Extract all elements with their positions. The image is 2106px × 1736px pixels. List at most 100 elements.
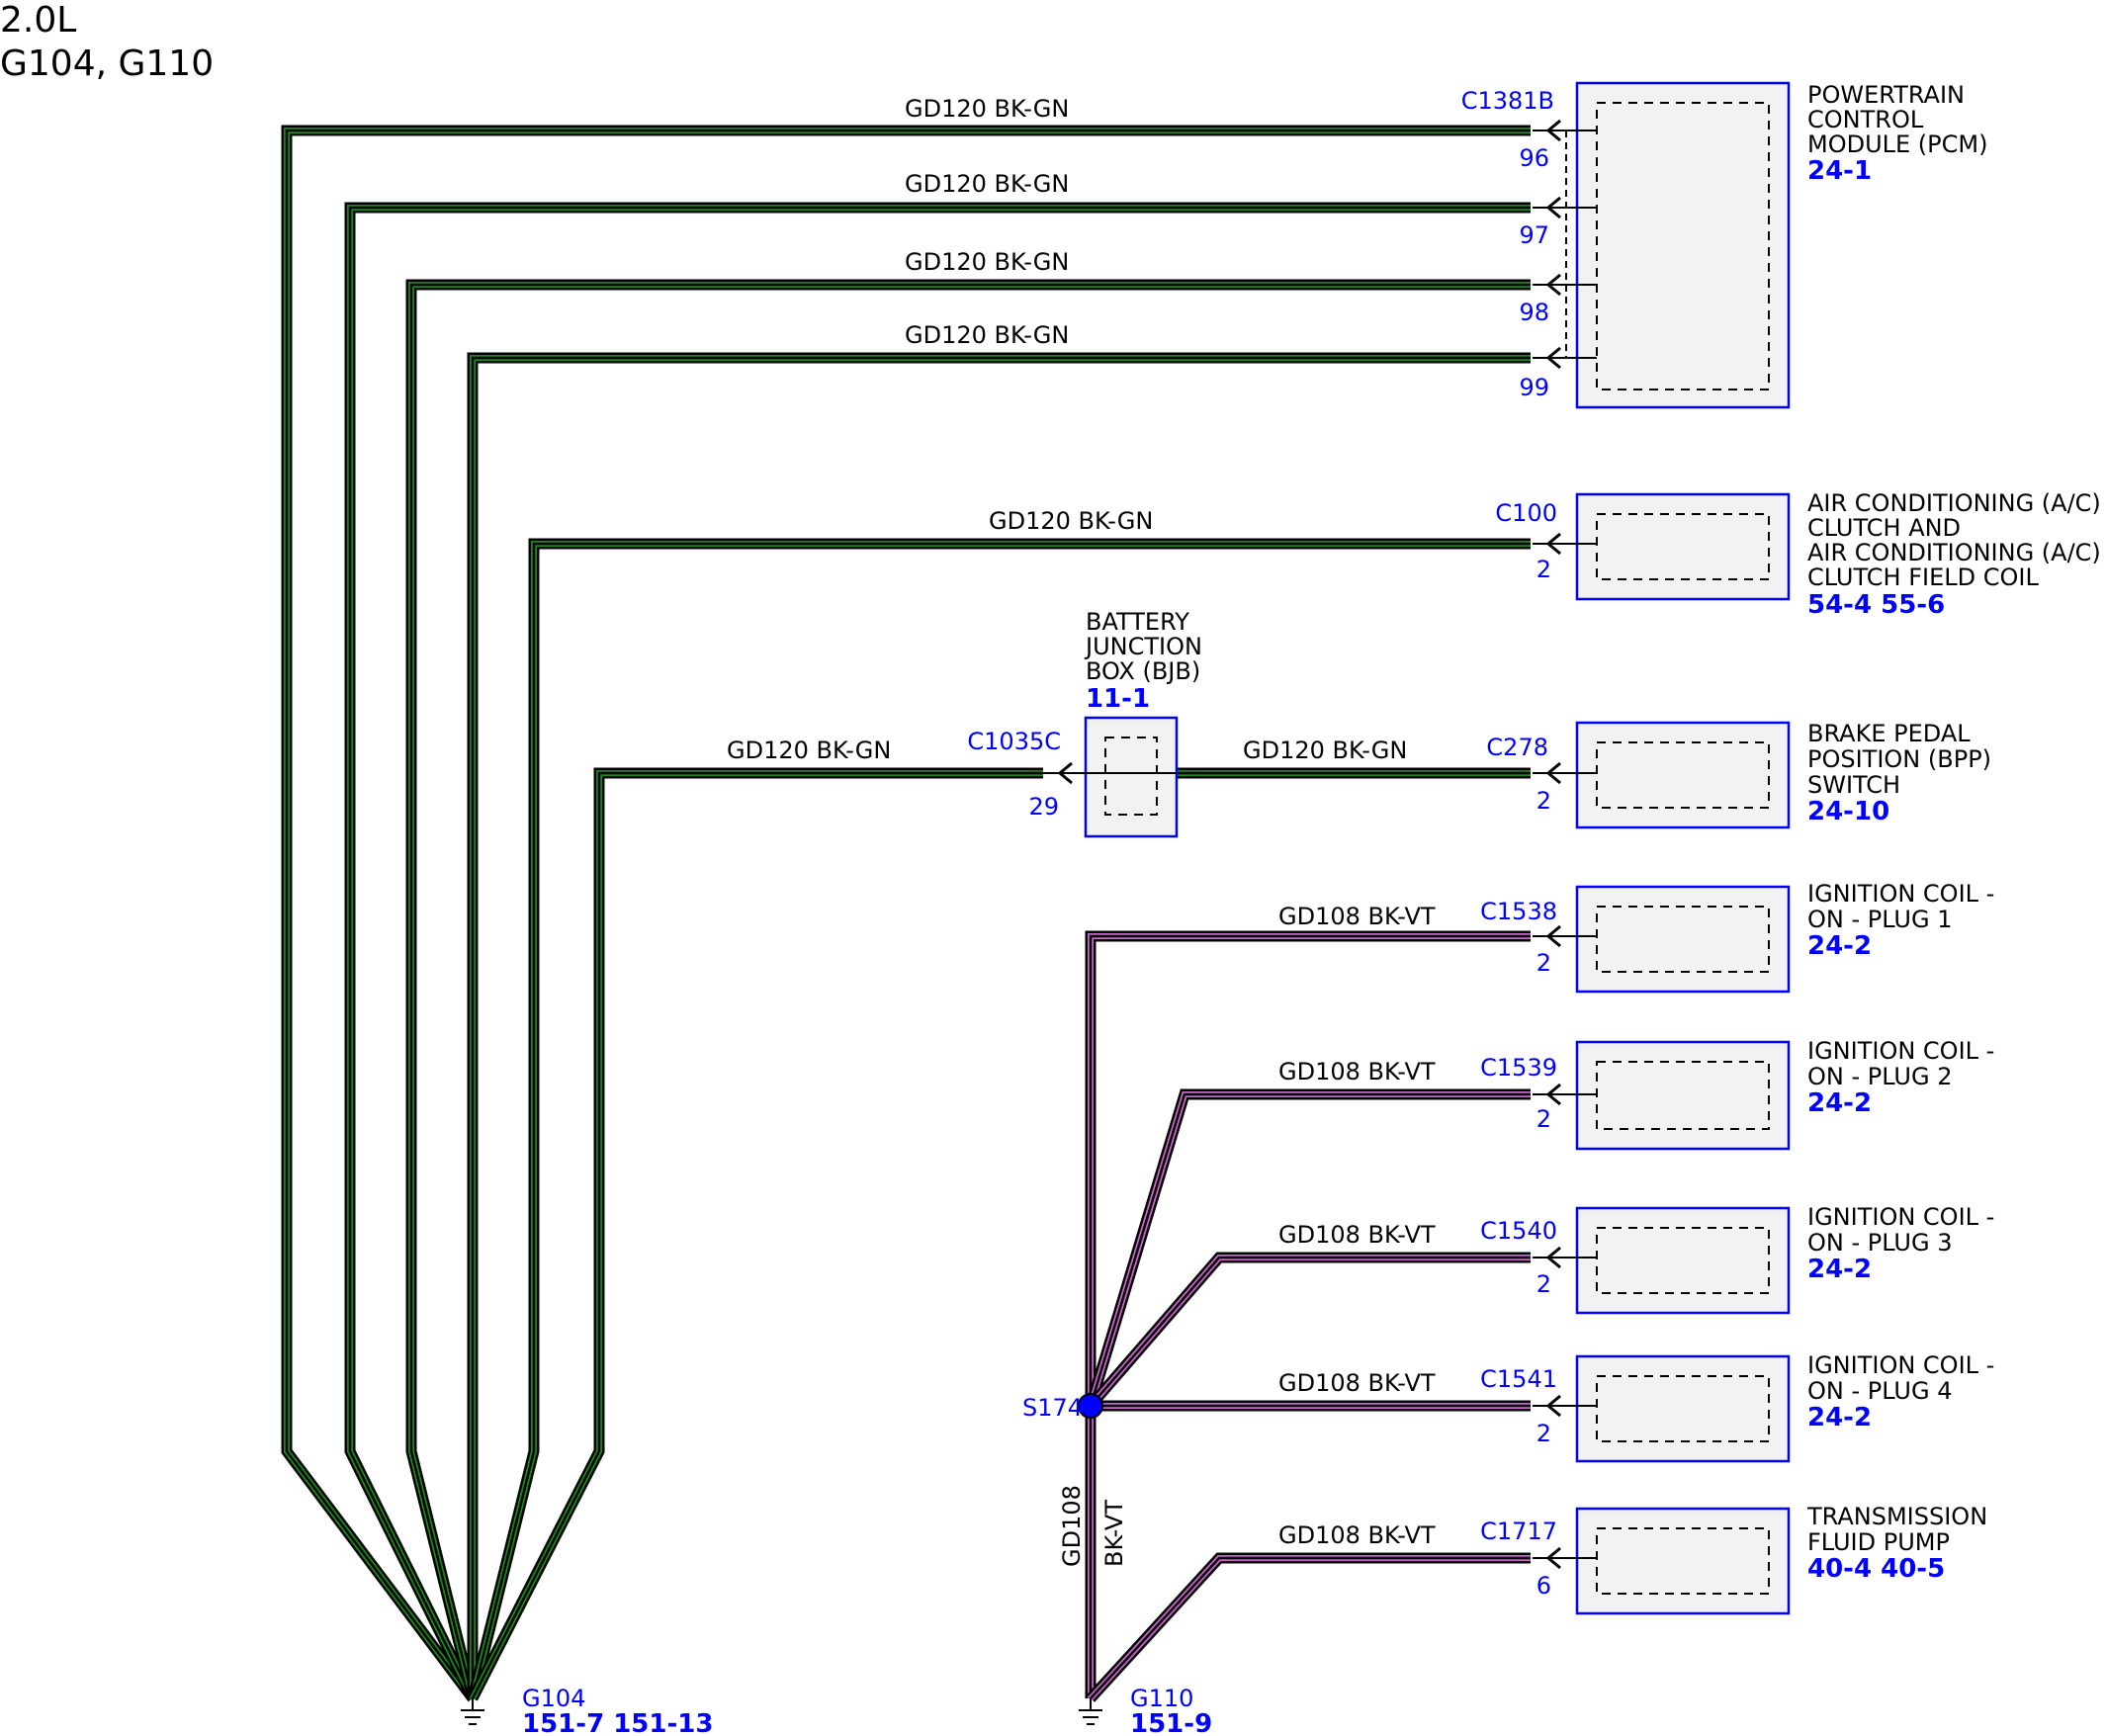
ignition-coil-4-pin-arrow — [1545, 1394, 1561, 1418]
ignition-coil-4-page-ref[interactable]: 24-2 — [1807, 1403, 1872, 1432]
pcm-page-ref[interactable]: 24-1 — [1807, 156, 1872, 186]
wire-ac-clutch-core — [471, 542, 1531, 1699]
ignition-coil-4-inner-box — [1596, 1375, 1770, 1442]
bjb-connector-id: C1035C — [967, 728, 1061, 755]
ignition-coil-1-pin: 2 — [1536, 949, 1551, 977]
bpp-switch-name-line-2: POSITION (BPP) — [1807, 745, 1991, 773]
ignition-coil-2-name-line-2: ON - PLUG 2 — [1807, 1063, 1952, 1090]
transmission-fluid-pump-box — [1575, 1507, 1791, 1615]
ac-clutch-name-line-2: CLUTCH AND — [1807, 514, 1961, 542]
ignition-coil-2-pin: 2 — [1536, 1105, 1551, 1133]
ac-clutch-page-ref[interactable]: 54-4 55-6 — [1807, 590, 1945, 620]
wire-label-coil4: GD108 BK-VT — [1278, 1369, 1436, 1397]
bpp-switch-pin-arrow — [1545, 761, 1561, 785]
bpp-switch-page-ref[interactable]: 24-10 — [1807, 797, 1889, 826]
ac-clutch-name-line-3: AIR CONDITIONING (A/C) — [1807, 539, 2101, 566]
bjb-name-line-1: BATTERY — [1086, 608, 1189, 636]
ignition-coil-1-page-ref[interactable]: 24-2 — [1807, 931, 1872, 961]
splice-s174-label: S174 — [1022, 1394, 1083, 1422]
ignition-coil-3-page-ref[interactable]: 24-2 — [1807, 1255, 1872, 1284]
ignition-coil-3-pin: 2 — [1536, 1270, 1551, 1298]
wire-label-g110-circuit: GD108 — [1058, 1485, 1086, 1567]
ignition-coil-1-name-line-1: IGNITION COIL - — [1807, 880, 1994, 908]
wire-label-pcm-99: GD120 BK-GN — [905, 321, 1069, 349]
wire-bjb-g104-core — [471, 771, 1043, 1699]
ignition-coil-1-connector-id: C1538 — [1480, 898, 1557, 925]
ac-clutch-name-line-1: AIR CONDITIONING (A/C) — [1807, 489, 2101, 517]
bpp-switch-pin: 2 — [1536, 787, 1551, 815]
ground-g110-page-ref[interactable]: 151-9 — [1130, 1709, 1212, 1736]
transmission-fluid-pump-connector-id: C1717 — [1480, 1518, 1557, 1545]
transmission-fluid-pump-name-line-2: FLUID PUMP — [1807, 1528, 1950, 1556]
pcm-pin-96: 96 — [1519, 144, 1549, 172]
wire-label-pcm-96: GD120 BK-GN — [905, 95, 1069, 123]
wire-pcm-99-core — [471, 356, 1531, 1698]
ground-list-label: G104, G110 — [0, 43, 214, 84]
wire-coil1-core — [1089, 934, 1531, 1406]
pcm-inner-box — [1596, 102, 1770, 391]
wire-label-pcm-97: GD120 BK-GN — [905, 170, 1069, 198]
ignition-coil-2-box — [1575, 1040, 1791, 1151]
pcm-connector-id: C1381B — [1461, 87, 1554, 115]
ground-g110: G110 151-9 — [1079, 1685, 1212, 1736]
bjb-name-line-3: BOX (BJB) — [1086, 657, 1200, 685]
ac-clutch-pin: 2 — [1536, 556, 1551, 583]
pcm-name-line-3: MODULE (PCM) — [1807, 130, 1987, 158]
ignition-coil-3-box — [1575, 1206, 1791, 1315]
transmission-fluid-pump-component: C1717 6 TRANSMISSION FLUID PUMP 40-4 40-… — [1480, 1503, 1987, 1615]
wire-label-pcm-98: GD120 BK-GN — [905, 248, 1069, 276]
ignition-coil-3-pin-arrow — [1545, 1246, 1561, 1269]
wire-bjb-g104-outer — [468, 767, 1043, 1701]
bjb-pin-arrow — [1057, 761, 1073, 785]
wire-label-tfp: GD108 BK-VT — [1278, 1521, 1436, 1549]
wire-label-ac: GD120 BK-GN — [989, 507, 1153, 535]
transmission-fluid-pump-name-line-1: TRANSMISSION — [1806, 1503, 1987, 1530]
pcm-pin-97: 97 — [1519, 221, 1549, 249]
wire-label-g110-color: BK-VT — [1100, 1500, 1128, 1567]
transmission-fluid-pump-pin-arrow — [1545, 1546, 1561, 1570]
ignition-coil-4-component: C1541 2 IGNITION COIL - ON - PLUG 4 24-2 — [1480, 1351, 1994, 1463]
ignition-coil-1-pin-arrow — [1545, 924, 1561, 948]
ignition-coil-4-pin: 2 — [1536, 1420, 1551, 1447]
bpp-switch-box — [1575, 721, 1791, 829]
ignition-coil-1-inner-box — [1596, 906, 1770, 973]
ignition-coil-3-component: C1540 2 IGNITION COIL - ON - PLUG 3 24-2 — [1480, 1203, 1994, 1315]
splice-s174-dot — [1078, 1393, 1103, 1419]
ac-clutch-pin-arrow — [1545, 532, 1561, 556]
wire-label-coil3: GD108 BK-VT — [1278, 1221, 1436, 1249]
bk-vt-wire-group — [1085, 930, 1531, 1702]
ground-g104-page-ref[interactable]: 151-7 151-13 — [522, 1709, 713, 1736]
ignition-coil-2-pin-arrow — [1545, 1083, 1561, 1106]
bjb-page-ref[interactable]: 11-1 — [1086, 684, 1150, 714]
wire-label-coil2: GD108 BK-VT — [1278, 1058, 1436, 1085]
ignition-coil-2-page-ref[interactable]: 24-2 — [1807, 1088, 1872, 1118]
pcm-pin-97-arrow — [1545, 196, 1561, 219]
ignition-coil-2-component: C1539 2 IGNITION COIL - ON - PLUG 2 24-2 — [1480, 1037, 1994, 1151]
pcm-pin-98: 98 — [1519, 299, 1549, 326]
ignition-coil-4-name-line-2: ON - PLUG 4 — [1807, 1377, 1952, 1405]
pcm-pin-96-arrow — [1545, 119, 1561, 142]
bpp-switch-inner-box — [1596, 741, 1770, 809]
wire-tfp-tracer — [1088, 1555, 1531, 1701]
bpp-switch-component: C278 2 BRAKE PEDAL POSITION (BPP) SWITCH… — [1486, 720, 1991, 829]
wire-label-bpp: GD120 BK-GN — [1243, 737, 1407, 764]
ignition-coil-1-name-line-2: ON - PLUG 1 — [1807, 906, 1952, 933]
wire-pcm-97-core — [348, 206, 1531, 1699]
wire-coil2-outer — [1085, 1088, 1531, 1408]
pcm-pin-98-arrow — [1545, 273, 1561, 297]
pcm-box — [1575, 81, 1791, 409]
transmission-fluid-pump-pin: 6 — [1536, 1572, 1551, 1600]
wire-pcm-99-outer — [467, 352, 1531, 1698]
pcm-name-line-2: CONTROL — [1807, 106, 1924, 133]
transmission-fluid-pump-page-ref[interactable]: 40-4 40-5 — [1807, 1554, 1945, 1584]
ac-clutch-component: C100 2 AIR CONDITIONING (A/C) CLUTCH AND… — [1495, 489, 2100, 620]
wire-tfp-core — [1090, 1556, 1531, 1699]
ignition-coil-3-name-line-2: ON - PLUG 3 — [1807, 1229, 1952, 1257]
wire-bjb-g104-tracer — [470, 770, 1043, 1700]
ac-clutch-name-line-4: CLUTCH FIELD COIL — [1807, 564, 2039, 591]
pcm-name-line-1: POWERTRAIN — [1807, 81, 1965, 109]
ignition-coil-1-component: C1538 2 IGNITION COIL - ON - PLUG 1 24-2 — [1480, 880, 1994, 994]
ground-g104-label: G104 — [522, 1685, 585, 1712]
bjb-component: C1035C 29 BATTERY JUNCTION BOX (BJB) 11-… — [967, 608, 1202, 838]
wire-pcm-99-tracer — [470, 355, 1531, 1698]
